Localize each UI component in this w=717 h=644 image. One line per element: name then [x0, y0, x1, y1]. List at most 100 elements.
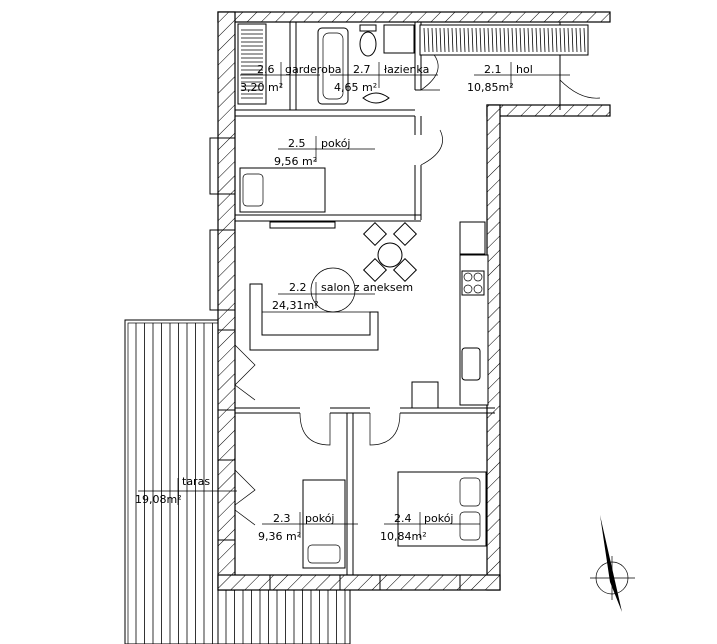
wall-south [217, 574, 501, 591]
svg-text:taras: taras [182, 475, 210, 488]
chair [392, 257, 418, 283]
hanger [535, 27, 538, 53]
door-room-2-4 [369, 412, 401, 446]
hanger [563, 27, 566, 53]
svg-text:hol: hol [516, 63, 533, 76]
hanger [483, 27, 486, 53]
hanger [543, 27, 546, 53]
svg-text:2.7: 2.7 [353, 63, 371, 76]
door-room-2-3 [299, 412, 331, 446]
washbasin-icon [362, 92, 390, 104]
svg-text:10,84m²: 10,84m² [380, 530, 427, 543]
svg-text:salon z aneksem: salon z aneksem [321, 281, 413, 294]
cooktop-icon [461, 270, 485, 296]
window [379, 574, 461, 591]
hanger [579, 27, 582, 53]
hanger [527, 27, 530, 53]
svg-text:pokój: pokój [321, 137, 350, 150]
hanger [515, 27, 518, 53]
hanger [559, 27, 562, 53]
svg-text:9,56 m²: 9,56 m² [274, 155, 317, 168]
balcony-door [217, 459, 236, 541]
svg-text:2.1: 2.1 [484, 63, 502, 76]
hanger [507, 27, 510, 53]
hanger [495, 27, 498, 53]
bathtub [317, 27, 349, 105]
window [209, 137, 236, 195]
terrace [124, 319, 351, 644]
hanger [439, 27, 442, 53]
room-label-2-7: 2.7 łazienka 4,65 m² [330, 62, 438, 94]
hanger [511, 27, 514, 53]
svg-text:10,85m²: 10,85m² [467, 81, 514, 94]
bed-room-2-4 [397, 471, 487, 547]
hanger [531, 27, 534, 53]
exterior-walls [209, 11, 611, 591]
wall-west [217, 11, 236, 591]
hanger [467, 27, 470, 53]
hanger [487, 27, 490, 53]
svg-text:garderoba: garderoba [285, 63, 342, 76]
svg-text:pokój: pokój [424, 512, 453, 525]
terrace-label: taras 19,08m² [135, 475, 237, 506]
svg-text:24,31m²: 24,31m² [272, 299, 319, 312]
svg-text:2.5: 2.5 [288, 137, 306, 150]
hanger [435, 27, 438, 53]
hanger [423, 27, 426, 53]
room-label-2-3: 2.3 pokój 9,36 m² [258, 512, 358, 543]
hanger [443, 27, 446, 53]
hanger [447, 27, 450, 53]
door-terrace-upper [234, 344, 256, 401]
wall-hol-south [486, 104, 611, 117]
hanger [463, 27, 466, 53]
room-label-2-6: 2.6 garderoba 3,20 m² [240, 62, 342, 94]
chair [362, 257, 388, 283]
svg-text:łazienka: łazienka [384, 63, 429, 76]
hanger [471, 27, 474, 53]
door-entrance [559, 79, 601, 99]
hanger [583, 27, 586, 53]
sink-icon [461, 347, 481, 381]
svg-text:3,20 m²: 3,20 m² [240, 81, 283, 94]
hanger [475, 27, 478, 53]
svg-text:19,08m²: 19,08m² [135, 493, 182, 506]
hanger [431, 27, 434, 53]
hanger [519, 27, 522, 53]
room-label-2-1: 2.1 hol 10,85m² [467, 62, 570, 94]
fridge [411, 381, 439, 409]
door-terrace-lower [234, 469, 256, 526]
hanger [455, 27, 458, 53]
north-arrow-icon [590, 515, 635, 612]
svg-text:2.4: 2.4 [394, 512, 412, 525]
balcony-door [217, 329, 236, 411]
dining-table [377, 242, 403, 268]
furniture [237, 23, 589, 569]
hanger [523, 27, 526, 53]
hanger [499, 27, 502, 53]
doors [234, 49, 601, 526]
chair [392, 221, 418, 247]
svg-text:pokój: pokój [305, 512, 334, 525]
toilet-icon [359, 31, 377, 57]
hanger [479, 27, 482, 53]
svg-text:2.6: 2.6 [257, 63, 275, 76]
window [209, 229, 236, 311]
hanger [491, 27, 494, 53]
hanger [551, 27, 554, 53]
chair [362, 221, 388, 247]
bed-room-2-5 [239, 167, 326, 213]
room-labels: 2.6 garderoba 3,20 m² 2.7 łazienka 4,65 … [135, 62, 570, 543]
hanger [539, 27, 542, 53]
hanger [459, 27, 462, 53]
svg-text:4,65 m²: 4,65 m² [334, 81, 377, 94]
wall-east [486, 104, 501, 591]
washing-machine [383, 24, 415, 54]
hanger [571, 27, 574, 53]
svg-text:2.2: 2.2 [289, 281, 307, 294]
wall-north [217, 11, 611, 23]
svg-text:9,36 m²: 9,36 m² [258, 530, 301, 543]
hanger [427, 27, 430, 53]
interior-walls [235, 21, 600, 575]
door-room-2-5 [420, 129, 443, 166]
